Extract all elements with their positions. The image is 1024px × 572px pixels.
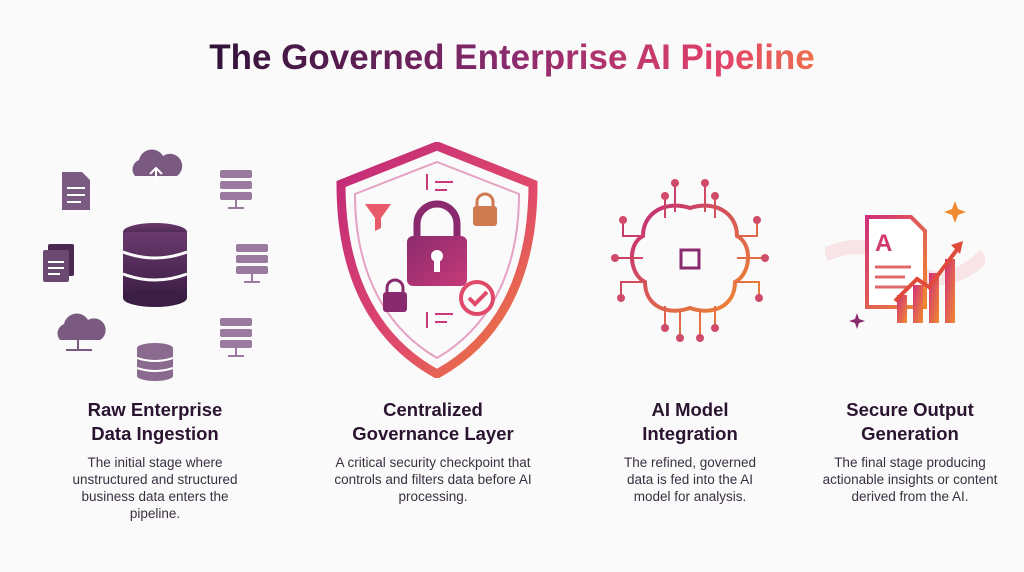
checkmark-icon [459,280,495,316]
brain-circuit-icon [611,179,769,342]
shield-lock-icon [336,142,538,378]
heading-line: Secure Output [846,399,974,420]
database-icon [122,223,188,307]
server-icon [220,170,252,209]
small-lock-icon [383,278,407,312]
small-database-icon [136,343,174,381]
server-icon [236,244,268,283]
stage-description: A critical security checkpoint that cont… [334,455,532,504]
stage-description: The initial stage where unstructured and… [72,455,238,521]
data-ingestion-illustration [43,149,268,381]
heading-line: Integration [642,423,738,444]
report-chart-icon: A [825,201,985,329]
heading-line: Generation [861,423,959,444]
funnel-icon [365,204,391,231]
document-icon [62,172,90,210]
lock-icon [407,200,467,286]
cloud-network-icon [57,313,106,351]
sparkle-icon [849,313,865,329]
heading-line: Governance Layer [352,423,514,444]
page-title: The Governed Enterprise AI Pipeline [0,38,1024,78]
heading-line: AI Model [651,399,729,420]
documents-stack-icon [43,244,74,282]
svg-text:A: A [875,230,892,257]
cloud-upload-icon [132,149,183,184]
heading-line: Centralized [383,399,483,420]
heading-line: Raw Enterprise [87,399,223,420]
small-lock-icon [473,192,497,226]
stage-description: The refined, governed data is fed into t… [623,455,757,504]
heading-line: Data Ingestion [91,423,219,444]
server-icon [220,318,252,357]
sparkle-icon [944,201,966,223]
stage-description: The final stage producing actionable ins… [822,455,998,504]
